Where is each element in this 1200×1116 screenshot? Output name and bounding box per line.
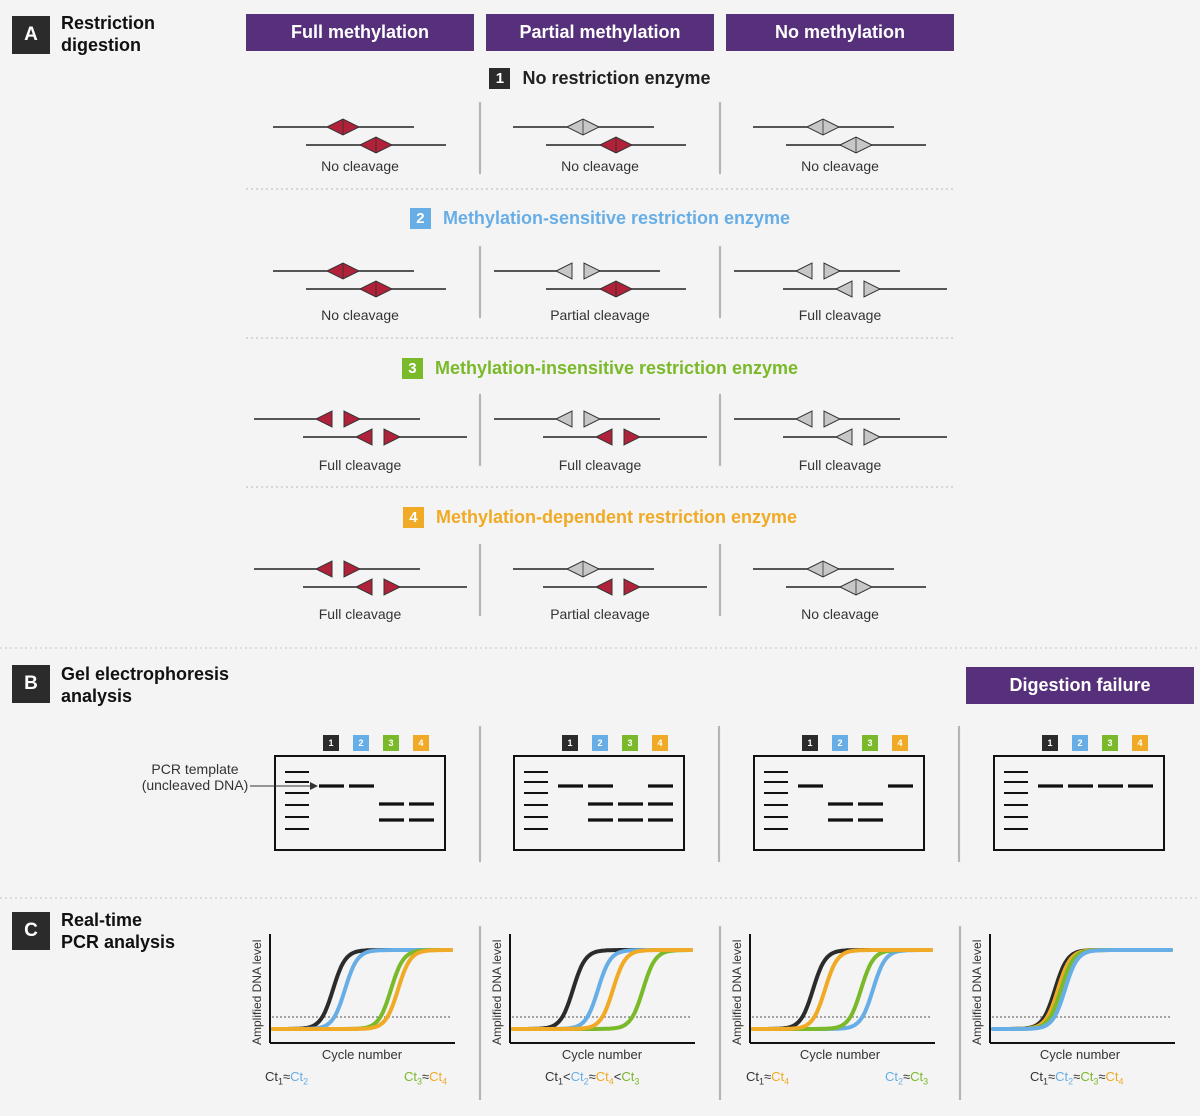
ct-relation-text: Ct2≈Ct3 [885, 1069, 929, 1087]
enzyme-4-badge: 4 [402, 506, 424, 528]
gel-frame [993, 755, 1165, 851]
gel-lane-number-badge: 1 [323, 735, 339, 751]
cleaved-end-icon [794, 262, 813, 280]
gel-lane-number-badge: 3 [383, 735, 399, 751]
cleavage-label: No cleavage [801, 158, 879, 174]
ct-relation-text: Ct1≈Ct2≈Ct3≈Ct4 [1030, 1069, 1124, 1087]
ct-relation-text: Ct1≈Ct2 [265, 1069, 309, 1087]
cleavage-label: Full cleavage [798, 457, 882, 473]
cleaved-end-icon [583, 410, 602, 428]
enzyme-row-4: 4 Methylation-dependent restriction enzy… [246, 504, 954, 530]
gel-lane-number-badge: 2 [1072, 735, 1088, 751]
cleaved-end-icon [554, 262, 573, 280]
cleavage-label: Full cleavage [798, 307, 882, 323]
gel-lane-number-badge: 2 [592, 735, 608, 751]
gel-lane-number-badge: 1 [1042, 735, 1058, 751]
gel-lane-number-badge: 3 [862, 735, 878, 751]
enzyme-3-label: Methylation-insensitive restriction enzy… [434, 357, 799, 378]
cleaved-end-icon [343, 560, 362, 578]
cleaved-end-icon [314, 560, 333, 578]
cleaved-end-icon [863, 428, 882, 446]
section-a-title: Restriction digestion [61, 13, 156, 55]
gel-lane-number-badge: 3 [1102, 735, 1118, 751]
ct-relation-text: Ct1<Ct2≈Ct4<Ct3 [545, 1069, 640, 1087]
cleaved-end-icon [354, 578, 373, 596]
cleaved-end-icon [863, 280, 882, 298]
enzyme-row-3: 3 Methylation-insensitive restriction en… [246, 355, 954, 381]
pcr-x-axis-label: Cycle number [561, 1047, 643, 1062]
enzyme-2-label: Methylation-sensitive restriction enzyme [442, 207, 791, 228]
section-a-badge: A [12, 16, 50, 54]
gel-lane-number-badge: 1 [802, 735, 818, 751]
cleaved-end-icon [823, 410, 842, 428]
cleaved-end-icon [834, 280, 853, 298]
pcr-curve-ct4 [271, 948, 453, 1031]
cleavage-label: Partial cleavage [550, 606, 650, 622]
gel-frame [513, 755, 685, 851]
gel-frame [274, 755, 446, 851]
cleavage-label: No cleavage [321, 158, 399, 174]
gel-lane-number-badge: 4 [652, 735, 668, 751]
cleaved-end-icon [594, 578, 613, 596]
section-b-title: Gel electrophoresis analysis [61, 664, 230, 706]
cleaved-end-icon [594, 428, 613, 446]
column-header-no-methylation: No methylation [726, 14, 954, 51]
pcr-x-axis-label: Cycle number [799, 1047, 881, 1062]
cleavage-label: No cleavage [561, 158, 639, 174]
cleaved-end-icon [314, 410, 333, 428]
section-c-title: Real-time PCR analysis [61, 910, 176, 952]
enzyme-1-badge: 1 [489, 67, 511, 89]
cleaved-end-icon [623, 578, 642, 596]
cleaved-end-icon [623, 428, 642, 446]
cleaved-end-icon [354, 428, 373, 446]
gel-frame [753, 755, 925, 851]
enzyme-2-badge: 2 [409, 207, 431, 229]
enzyme-1-label: No restriction enzyme [522, 67, 711, 88]
cleaved-end-icon [823, 262, 842, 280]
pcr-curve-ct4 [511, 948, 693, 1031]
pcr-curve-ct2 [991, 948, 1173, 1031]
pcr-x-axis-label: Cycle number [1039, 1047, 1121, 1062]
gel-lane-number-badge: 3 [622, 735, 638, 751]
cleaved-end-icon [383, 578, 402, 596]
pcr-template-annotation: PCR template (uncleaved DNA) [141, 761, 249, 793]
column-header-partial-methylation: Partial methylation [486, 14, 714, 51]
arrowhead-icon [310, 782, 318, 790]
ct-relation-text: Ct3≈Ct4 [404, 1069, 448, 1087]
enzyme-row-1: 1 No restriction enzyme [246, 65, 954, 91]
cleaved-end-icon [554, 410, 573, 428]
enzyme-row-2: 2 Methylation-sensitive restriction enzy… [246, 205, 954, 231]
cleaved-end-icon [343, 410, 362, 428]
gel-lane-number-badge: 4 [413, 735, 429, 751]
gel-lane-number-badge: 2 [832, 735, 848, 751]
cleavage-label: Full cleavage [318, 606, 402, 622]
enzyme-4-label: Methylation-dependent restriction enzyme [435, 506, 798, 527]
section-c-badge: C [12, 912, 50, 950]
gel-lane-number-badge: 2 [353, 735, 369, 751]
gel-lane-number-badge: 4 [892, 735, 908, 751]
cleavage-label: Full cleavage [318, 457, 402, 473]
column-header-digestion-failure: Digestion failure [966, 667, 1194, 704]
enzyme-3-badge: 3 [401, 357, 423, 379]
cleaved-end-icon [583, 262, 602, 280]
pcr-x-axis-label: Cycle number [321, 1047, 403, 1062]
gel-lane-number-badge: 4 [1132, 735, 1148, 751]
cleaved-end-icon [383, 428, 402, 446]
cleavage-label: Full cleavage [558, 457, 642, 473]
cleavage-label: No cleavage [321, 307, 399, 323]
cleaved-end-icon [834, 428, 853, 446]
cleaved-end-icon [794, 410, 813, 428]
ct-relation-text: Ct1≈Ct4 [746, 1069, 790, 1087]
pcr-curve-ct4 [751, 948, 933, 1031]
cleavage-label: Partial cleavage [550, 307, 650, 323]
cleavage-label: No cleavage [801, 606, 879, 622]
gel-lane-number-badge: 1 [562, 735, 578, 751]
section-b-badge: B [12, 665, 50, 703]
column-header-full-methylation: Full methylation [246, 14, 474, 51]
